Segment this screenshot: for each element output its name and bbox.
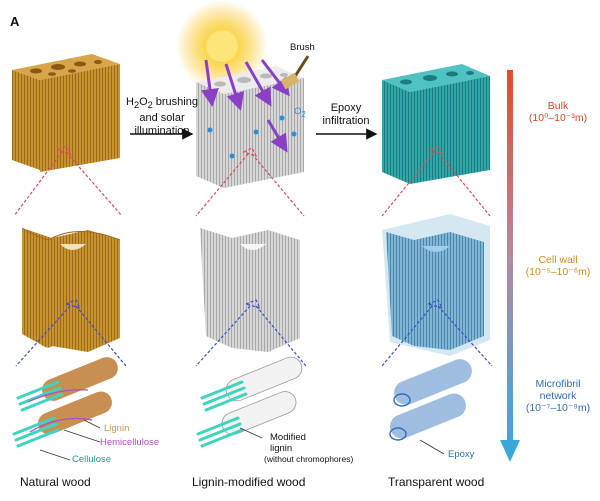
zoom-cone-lines: [13, 145, 493, 367]
modified-wood-microfibrils: [196, 356, 303, 448]
cellulose-label: Cellulose: [72, 454, 112, 465]
step-2-line-1: Epoxy: [330, 102, 362, 114]
modified-wood-cell-wall: [200, 228, 300, 352]
modified-line-2: lignin: [270, 443, 293, 454]
brush-label: Brush: [290, 42, 315, 53]
step-2-label: Epoxy infiltration: [316, 102, 376, 128]
modified-line-3: (without chromophores): [264, 454, 354, 464]
sun: [176, 0, 268, 92]
hemicellulose-label: Hemicellulose: [100, 437, 160, 448]
scale-bulk-name: Bulk: [547, 100, 569, 112]
step-1-line-1: H2O2 brushing: [122, 96, 202, 112]
brushing-word: brushing: [152, 96, 198, 108]
caption-transparent-wood: Transparent wood: [388, 475, 485, 489]
modified-lignin-label: Modified lignin (without chromophores): [264, 432, 353, 465]
scale-cellwall-range: (10⁻⁵–10⁻⁶m): [525, 266, 591, 278]
panel-letter: A: [10, 14, 20, 29]
caption-lignin-modified-wood: Lignin-modified wood: [192, 475, 306, 489]
h-letter: H: [126, 96, 134, 108]
caption-natural-wood: Natural wood: [20, 475, 91, 489]
natural-wood-microfibrils: [12, 357, 118, 448]
o2-label: O2: [294, 106, 306, 120]
natural-wood-cell-wall: [21, 227, 121, 352]
scale-cellwall-name: Cell wall: [538, 254, 578, 266]
transparent-wood-microfibrils: [389, 359, 472, 441]
scale-micro-line-1: Microfibril: [535, 378, 581, 390]
purple-light-arrows: [201, 59, 290, 153]
scale-micro-range: (10⁻⁷–10⁻⁹m): [525, 402, 591, 414]
scale-bulk-range: (10⁰–10⁻³m): [528, 112, 588, 124]
modified-line-1: Modified: [270, 432, 306, 443]
scale-arrow: [500, 70, 520, 462]
o-letter: O: [139, 96, 148, 108]
step-1-line-2: and solar: [139, 112, 185, 125]
natural-wood-bulk-block: [12, 54, 120, 172]
step-1-label: H2O2 brushing and solar illumination: [122, 96, 202, 138]
o2-sub: 2: [301, 109, 306, 119]
step-1-line-3: illumination: [134, 125, 190, 138]
water-drops: [207, 115, 297, 159]
scale-cell-wall: Cell wall (10⁻⁵–10⁻⁶m): [518, 254, 598, 278]
brush-icon: [280, 55, 310, 90]
annotation-leaders: [39, 419, 445, 461]
epoxy-label: Epoxy: [448, 449, 475, 460]
scale-bulk: Bulk (10⁰–10⁻³m): [518, 100, 598, 124]
sub-2a: 2: [133, 100, 140, 111]
transparent-wood-cell-wall: [382, 214, 490, 356]
transparent-wood-bulk-block: [382, 64, 490, 184]
scale-microfibril: Microfibril network (10⁻⁷–10⁻⁹m): [518, 378, 598, 414]
o2-base: O: [294, 106, 302, 117]
scale-micro-line-2: network: [539, 390, 577, 402]
step-2-line-2: infiltration: [322, 115, 370, 127]
lignin-label: Lignin: [104, 423, 130, 434]
sub-2b: 2: [147, 100, 153, 111]
